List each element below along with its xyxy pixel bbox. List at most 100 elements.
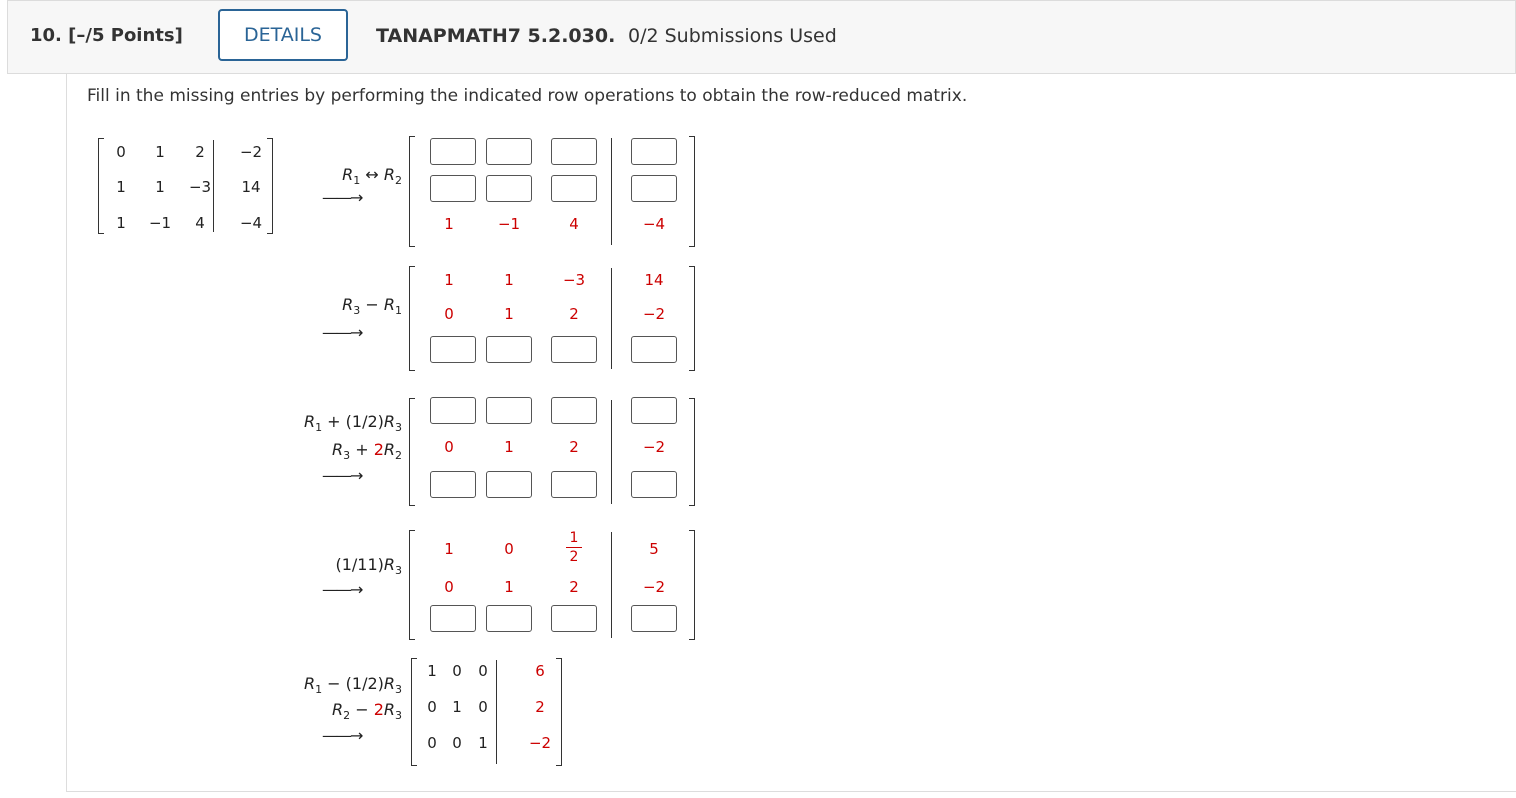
answer-input[interactable] [486,605,532,632]
row-operation: R3 − R1 [342,295,402,318]
matrix-cell: 0 [116,143,126,161]
matrix-cell: 0 [478,698,488,716]
answer-input[interactable] [430,336,476,363]
answer-input[interactable] [430,605,476,632]
answer-input[interactable] [551,336,597,363]
answer-input[interactable] [631,605,677,632]
matrix-cell: 4 [195,214,205,232]
matrix-cell: 0 [504,540,514,558]
matrix-cell: 2 [535,698,545,716]
arrow-icon: ——→ [322,188,363,207]
answer-input[interactable] [486,138,532,165]
submissions-used: 0/2 Submissions Used [628,25,837,47]
answer-input[interactable] [430,471,476,498]
question-header: 10. [–/5 Points] DETAILS TANAPMATH7 5.2.… [7,0,1516,74]
matrix-cell: −2 [642,438,666,456]
left-bracket [409,266,415,371]
matrix-cell: 0 [452,734,462,752]
matrix-cell: 14 [241,178,261,196]
matrix-cell: 1 [504,305,514,323]
left-bracket [409,530,415,640]
augment-line [611,400,612,504]
answer-input[interactable] [631,175,677,202]
right-bracket [556,658,562,766]
augment-line [611,532,612,638]
matrix-cell: 1 [155,143,165,161]
matrix-cell: 2 [569,578,579,596]
row-operation: R1 ↔ R2 [342,165,402,188]
answer-input[interactable] [486,397,532,424]
augment-line [611,138,612,245]
matrix-cell: 14 [644,271,664,289]
matrix-cell: 1 [444,215,454,233]
matrix-cell: 0 [444,578,454,596]
answer-input[interactable] [551,471,597,498]
augment-line [496,660,497,764]
matrix-cell: 1 [452,698,462,716]
matrix-cell: 2 [569,438,579,456]
problem-code: TANAPMATH7 5.2.030. [376,25,616,47]
instructions: Fill in the missing entries by performin… [87,86,968,106]
answer-input[interactable] [551,605,597,632]
left-bracket [409,136,415,247]
matrix-cell: 1 [116,214,126,232]
arrow-icon: ——→ [322,466,363,485]
row-operation: R3 + 2R2 [331,440,402,463]
row-operation: R1 − (1/2)R3 [303,674,402,697]
answer-input[interactable] [430,397,476,424]
answer-input[interactable] [486,175,532,202]
answer-input[interactable] [551,397,597,424]
answer-input[interactable] [430,138,476,165]
matrix-cell: 0 [444,438,454,456]
matrix-cell: 0 [427,698,437,716]
augment-line [213,140,214,232]
right-bracket [689,266,695,371]
left-bracket [411,658,417,766]
matrix-cell: −4 [239,214,263,232]
matrix-cell: 2 [569,305,579,323]
left-bracket [98,138,104,234]
matrix-cell: −3 [188,178,212,196]
matrix-cell: 5 [649,540,659,558]
question-content [66,74,1516,792]
answer-input[interactable] [486,336,532,363]
matrix-cell: −1 [497,215,521,233]
left-bracket [409,398,415,506]
matrix-cell: 0 [478,662,488,680]
answer-input[interactable] [551,175,597,202]
matrix-cell: 1 [155,178,165,196]
matrix-cell: −2 [642,305,666,323]
answer-input[interactable] [430,175,476,202]
right-bracket [689,136,695,247]
matrix-cell: 1 [427,662,437,680]
details-button[interactable]: DETAILS [218,9,348,61]
answer-input[interactable] [631,138,677,165]
augment-line [611,268,612,369]
matrix-cell: 4 [569,215,579,233]
matrix-cell: −2 [239,143,263,161]
right-bracket [267,138,273,234]
right-bracket [689,398,695,506]
answer-input[interactable] [551,138,597,165]
answer-input[interactable] [631,471,677,498]
arrow-icon: ——→ [322,323,363,342]
answer-input[interactable] [631,397,677,424]
row-operation: R2 − 2R3 [331,700,402,723]
matrix-cell: −1 [148,214,172,232]
matrix-cell: 1 [478,734,488,752]
matrix-cell: 0 [444,305,454,323]
answer-input[interactable] [486,471,532,498]
matrix-cell: −2 [528,734,552,752]
right-bracket [689,530,695,640]
row-operation: (1/11)R3 [335,555,402,578]
question-number: 10. [–/5 Points] [30,25,183,46]
matrix-cell: 6 [535,662,545,680]
arrow-icon: ——→ [322,580,363,599]
answer-input[interactable] [631,336,677,363]
matrix-cell: 1 [504,578,514,596]
matrix-cell: 1 [116,178,126,196]
matrix-cell: −3 [562,271,586,289]
matrix-cell: −2 [642,578,666,596]
matrix-cell: −4 [642,215,666,233]
